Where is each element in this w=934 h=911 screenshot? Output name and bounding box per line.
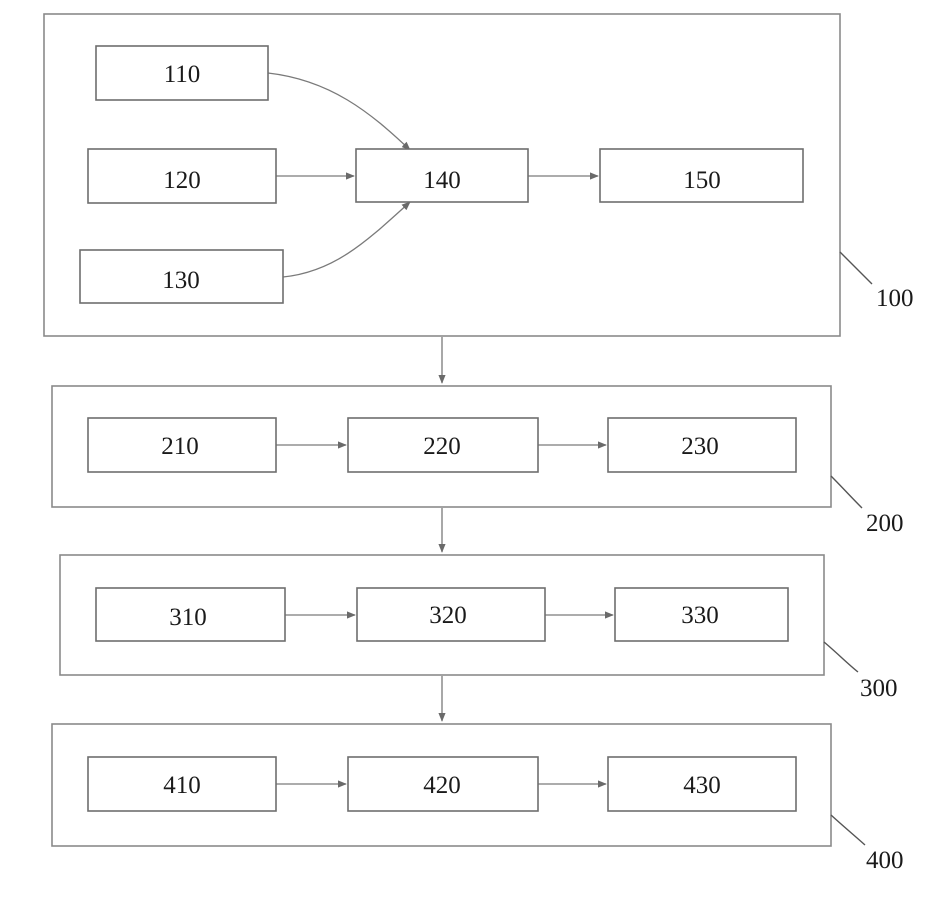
group-leader-400 [831, 815, 865, 845]
group-leader-200 [831, 476, 862, 508]
group-label-100: 100 [876, 285, 914, 312]
node-310-label: 310 [169, 604, 207, 631]
node-110-label: 110 [164, 61, 201, 88]
node-210-label: 210 [161, 433, 199, 460]
node-430: 430 [608, 757, 796, 811]
group-label-400: 400 [866, 847, 904, 874]
group-label-300: 300 [860, 675, 898, 702]
node-110: 110 [96, 46, 268, 100]
node-220: 220 [348, 418, 538, 472]
node-430-label: 430 [683, 772, 721, 799]
node-140-label: 140 [423, 167, 461, 194]
group-label-200: 200 [866, 510, 904, 537]
node-210: 210 [88, 418, 276, 472]
node-220-label: 220 [423, 433, 461, 460]
node-150: 150 [600, 149, 803, 202]
node-130-label: 130 [162, 267, 200, 294]
group-leader-300 [824, 642, 858, 672]
node-140: 140 [356, 149, 528, 202]
node-410: 410 [88, 757, 276, 811]
node-230-label: 230 [681, 433, 719, 460]
node-410-label: 410 [163, 772, 201, 799]
node-230: 230 [608, 418, 796, 472]
node-320: 320 [357, 588, 545, 641]
node-150-label: 150 [683, 167, 721, 194]
group-leader-100 [840, 252, 872, 284]
node-330: 330 [615, 588, 788, 641]
node-320-label: 320 [429, 602, 467, 629]
node-420: 420 [348, 757, 538, 811]
node-120: 120 [88, 149, 276, 203]
node-310: 310 [96, 588, 285, 641]
node-330-label: 330 [681, 602, 719, 629]
node-420-label: 420 [423, 772, 461, 799]
node-120-label: 120 [163, 167, 201, 194]
node-130: 130 [80, 250, 283, 303]
